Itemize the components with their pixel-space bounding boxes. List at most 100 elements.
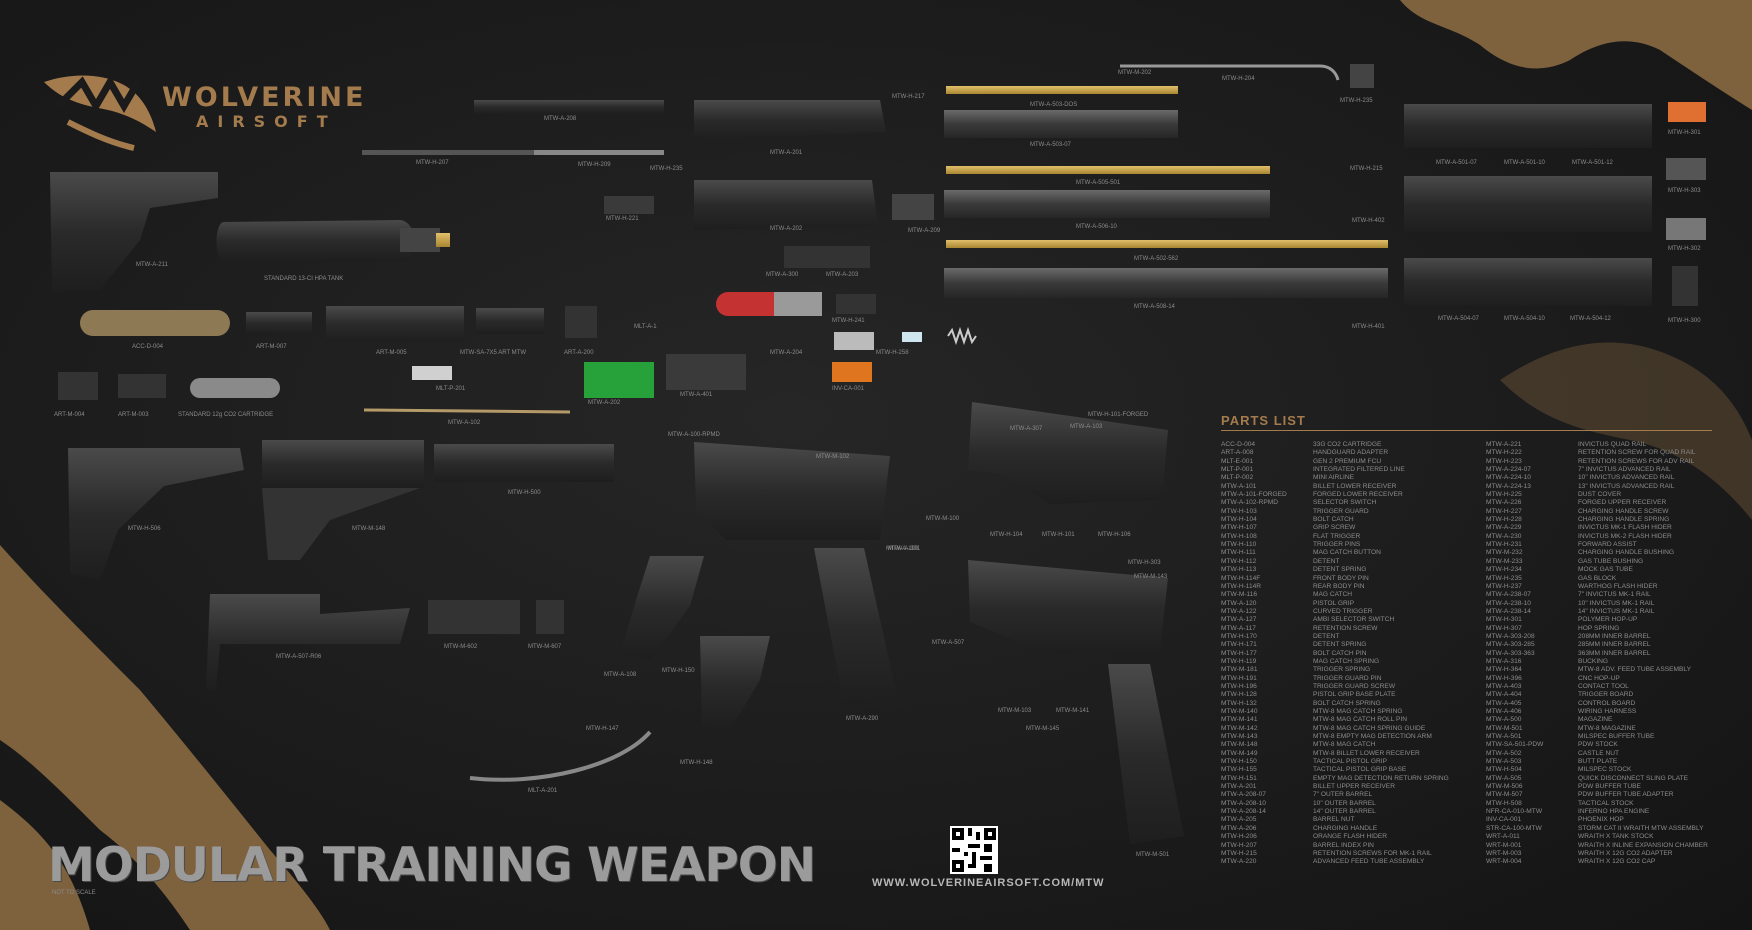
part-label: MTW-M-103 xyxy=(998,708,1032,714)
part-code: MTW-SA-501-PDW xyxy=(1486,741,1544,749)
part-description: DETENT xyxy=(1313,632,1340,640)
part-description: 33G CO2 CARTRIDGE xyxy=(1313,441,1382,448)
part-label: MTW-H-148 xyxy=(680,760,713,766)
part-description: CHARGING HANDLE BUSHING xyxy=(1578,549,1674,557)
part-description: WRAITH X INLINE EXPANSION CHAMBER xyxy=(1578,841,1708,849)
phoenix-hop-part xyxy=(832,362,872,382)
part-code: MLT-E-001 xyxy=(1221,457,1254,465)
wiring-harness-part xyxy=(412,366,452,380)
part-code: MTW-H-132 xyxy=(1221,699,1257,707)
part-label: MTW-H-500 xyxy=(508,490,541,496)
parts-list-divider xyxy=(1221,430,1712,431)
qr-code-icon xyxy=(950,826,998,874)
part-code: MTW-M-116 xyxy=(1221,591,1258,599)
part-label: MTW-H-209 xyxy=(578,162,611,168)
part-description: FORGED UPPER RECEIVER xyxy=(1578,499,1667,507)
part-code: MTW-A-208-10 xyxy=(1221,799,1266,807)
part-code: MTW-A-120 xyxy=(1221,599,1257,607)
part-label: MTW-SA-7X5 ART MTW xyxy=(460,350,527,356)
part-label: MTW-H-215 xyxy=(1350,166,1383,172)
part-description: ADVANCED FEED TUBE ASSEMBLY xyxy=(1313,858,1425,866)
part-label: MTW-A-507 xyxy=(932,640,965,646)
part-code: MTW-A-303-208 xyxy=(1486,632,1535,640)
part-label: MLT-A-201 xyxy=(528,788,558,794)
part-code: MTW-M-141 xyxy=(1221,716,1258,724)
part-description: REAR BODY PIN xyxy=(1313,582,1365,590)
part-description: TRIGGER GUARD SCREW xyxy=(1313,682,1396,690)
part-code: MTW-A-101 xyxy=(1221,482,1257,490)
part-code: MTW-M-233 xyxy=(1486,557,1523,565)
part-code: MTW-M-142 xyxy=(1221,724,1258,732)
part-description: DETENT SPRING xyxy=(1313,566,1367,574)
part-code: MTW-H-128 xyxy=(1221,691,1257,699)
part-description: WIRING HARNESS xyxy=(1578,708,1637,715)
part-code: MTW-H-215 xyxy=(1221,849,1257,857)
part-code: MTW-A-208-14 xyxy=(1221,808,1266,816)
inner-barrel-208 xyxy=(946,86,1178,94)
airline-part xyxy=(469,730,652,782)
part-description: TRIGGER GUARD PIN xyxy=(1313,674,1382,682)
part-description: TRIGGER BOARD xyxy=(1578,691,1634,699)
hpa-tank-part xyxy=(216,220,415,262)
part-description: GRIP SCREW xyxy=(1313,524,1356,532)
part-code: MLT-P-001 xyxy=(1221,466,1254,474)
website-url[interactable]: WWW.WOLVERINEAIRSOFT.COM/MTW xyxy=(872,877,1105,889)
part-description: MAG CATCH SPRING xyxy=(1313,657,1380,665)
part-code: MTW-H-207 xyxy=(1221,841,1257,849)
part-code: MTW-H-301 xyxy=(1486,616,1522,624)
part-label: MTW-A-290 xyxy=(846,716,879,722)
stock-body-part xyxy=(262,488,420,560)
part-description: BILLET LOWER RECEIVER xyxy=(1313,482,1397,490)
part-label: MTW-M-202 xyxy=(1118,70,1152,76)
part-code: MTW-H-231 xyxy=(1486,541,1522,549)
part-code: MTW-M-507 xyxy=(1486,791,1523,799)
part-label: MTW-A-204 xyxy=(770,350,803,356)
part-description: 14" INVICTUS MK-1 RAIL xyxy=(1578,607,1655,615)
part-code: MTW-M-149 xyxy=(1221,749,1258,757)
part-label: MTW-M-145 xyxy=(1026,726,1060,732)
part-label: MTW-M-607 xyxy=(528,644,562,650)
part-description: MINI AIRLINE xyxy=(1313,474,1355,482)
part-description: RETENTION SCREWS FOR ADV RAIL xyxy=(1578,457,1695,465)
part-code: MTW-H-171 xyxy=(1221,641,1257,649)
part-description: FRONT BODY PIN xyxy=(1313,574,1369,582)
part-code: WRT-M-003 xyxy=(1486,849,1522,857)
part-description: BOLT CATCH xyxy=(1313,516,1354,524)
part-label: STANDARD 13-CI HPA TANK xyxy=(264,276,344,282)
part-code: MTW-H-155 xyxy=(1221,766,1257,774)
part-code: MTW-H-114F xyxy=(1221,574,1261,582)
co2-12g-cartridge xyxy=(190,378,280,398)
part-description: SELECTOR SWITCH xyxy=(1313,499,1377,507)
part-label: MTW-H-101 xyxy=(1042,532,1075,538)
part-label: MTW-A-301 xyxy=(888,546,921,552)
part-description: 7" INVICTUS ADVANCED RAIL xyxy=(1578,466,1671,474)
part-code: MLT-P-002 xyxy=(1221,474,1254,482)
